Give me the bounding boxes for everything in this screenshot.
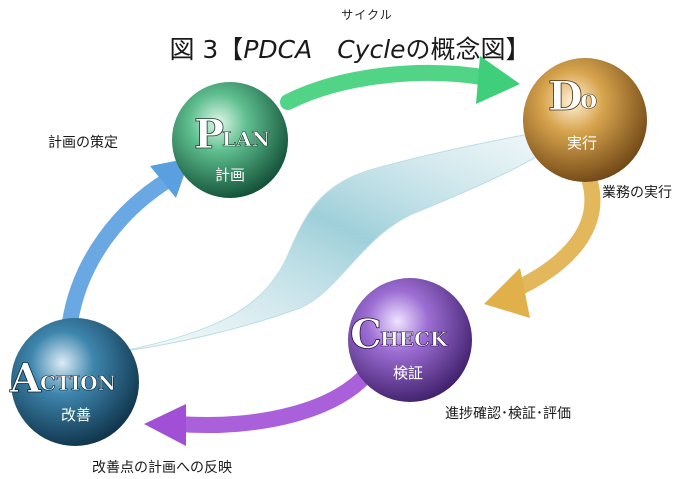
action-sphere	[11, 318, 139, 446]
check-letter: C	[350, 311, 382, 358]
do-word: o	[580, 85, 597, 115]
page-title: 図 3【PDCA Cycleの概念図】	[0, 30, 700, 66]
node-action: A CTION 改善	[9, 318, 139, 446]
do-label: 実行	[567, 134, 597, 152]
annotation-plan: 計画の策定	[48, 135, 118, 151]
arrow-do-to-check	[502, 174, 601, 300]
do-letter: D	[548, 73, 583, 120]
title-prefix: 図 3【	[169, 35, 244, 64]
annotation-action: 改善点の計画への反映	[92, 460, 232, 476]
node-plan: P LAN 計画	[172, 82, 288, 198]
plan-sphere	[172, 82, 288, 198]
title-suffix: の概念図】	[405, 35, 531, 64]
plan-letter: P	[194, 111, 224, 158]
arrow-check-to-action-head	[144, 404, 186, 446]
check-sphere	[348, 278, 472, 402]
node-check: C HECK 検証	[348, 278, 472, 402]
action-word: CTION	[40, 371, 116, 395]
arrow-plan-to-do	[280, 64, 496, 110]
action-letter: A	[9, 355, 42, 402]
node-do: D o 実行	[523, 58, 647, 182]
check-label: 検証	[393, 364, 423, 382]
arrow-plan-to-do-head	[476, 56, 520, 104]
title-ruby: サイクル	[341, 8, 393, 22]
arrow-do-to-check-head	[484, 268, 530, 318]
annotation-do: 業務の実行	[602, 185, 672, 201]
title-latin: PDCA Cycle	[243, 35, 406, 64]
check-word: HECK	[380, 327, 448, 351]
plan-label: 計画	[215, 166, 245, 184]
do-sphere	[523, 58, 647, 182]
arrow-action-to-plan	[62, 172, 176, 330]
plan-word: LAN	[222, 127, 270, 151]
action-label: 改善	[61, 406, 91, 424]
arrow-check-to-action	[170, 362, 378, 434]
annotation-check: 進捗確認･検証･評価	[445, 406, 571, 422]
